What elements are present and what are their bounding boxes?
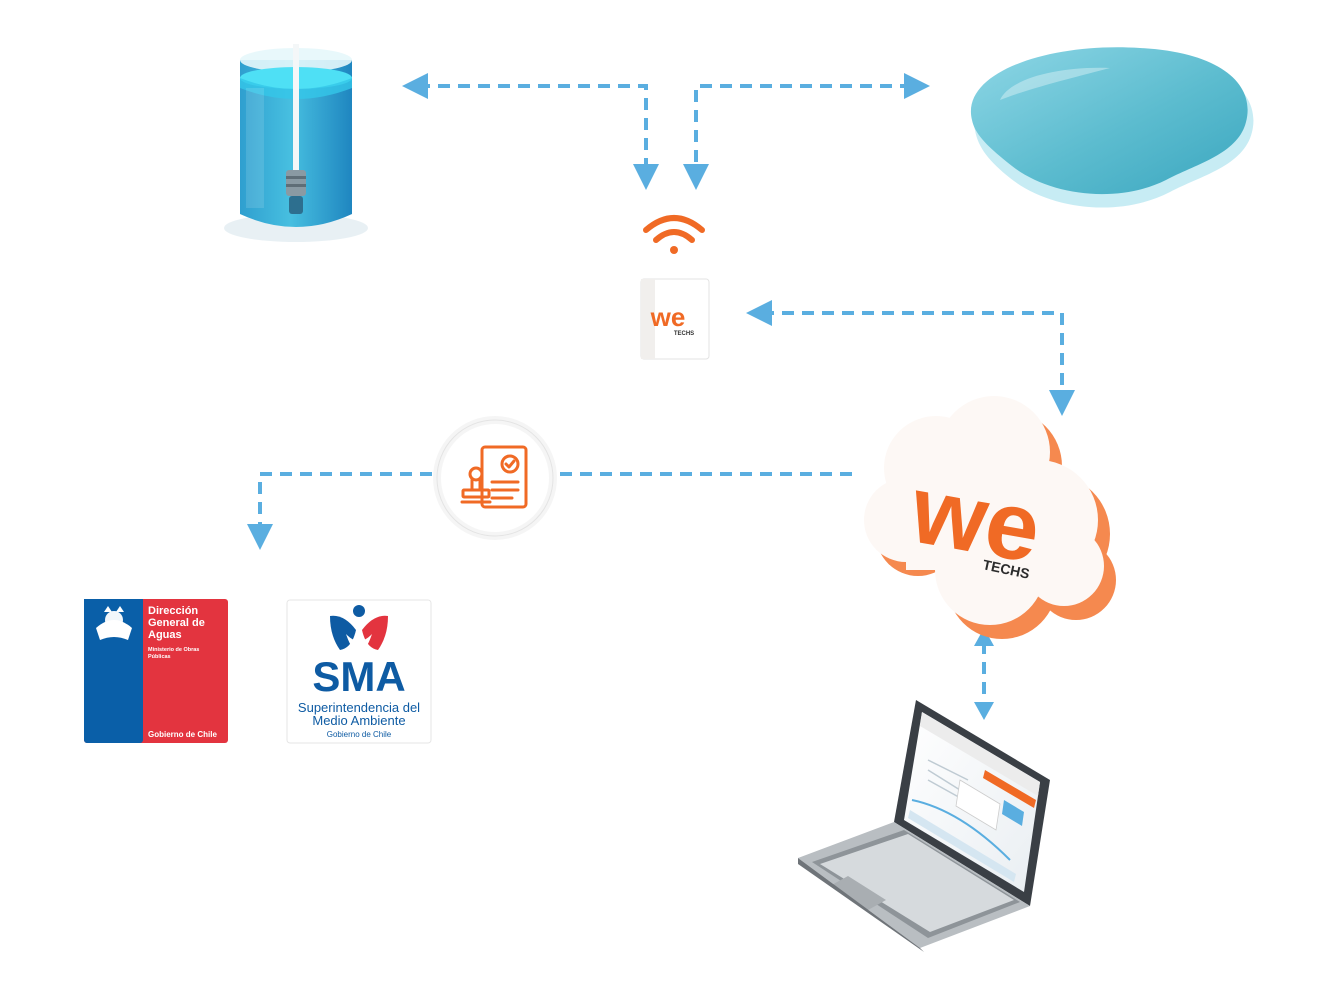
gateway-brand-sub: TECHS [674,331,694,337]
arrow-gateway-cloud [762,311,1064,398]
water-tank-sensor-icon [224,44,368,242]
sma-acronym: SMA [312,653,405,700]
dga-ministry-line1: Ministerio de Obras [148,647,199,653]
arrowhead-right-pond [904,73,930,99]
gateway-device: we TECHS [640,215,710,360]
arrow-pond-gateway [694,84,912,172]
cloud-brand-main: we [903,456,1049,584]
arrow-cloud-authorities [258,472,852,530]
arrowhead-down-gateway-2 [683,164,709,190]
arrowhead-up-cloud [974,628,994,646]
sma-logo: SMA Superintendencia del Medio Ambiente … [286,599,432,744]
wifi-icon [643,215,705,254]
certified-report-stamp-icon [433,416,557,540]
sma-emblem-icon [330,605,388,652]
arrowhead-down-cloud [1049,390,1075,416]
flow-arrows [258,84,1064,706]
dga-government: Gobierno de Chile [148,730,217,739]
gateway-brand-main: we [650,302,686,332]
sma-name-line2: Medio Ambiente [312,713,405,728]
dga-title-line1: Dirección [148,605,198,617]
laptop-dashboard-icon [798,700,1050,952]
arrowhead-left-tank [402,73,428,99]
sma-name-line1: Superintendencia del [298,700,420,715]
arrowhead-left-gateway [746,300,772,326]
chile-coat-of-arms-icon [96,606,132,640]
dga-title-line3: Aguas [148,629,182,641]
dga-ministry-line2: Públicas [148,654,171,660]
dga-logo: Dirección General de Aguas Ministerio de… [84,599,228,743]
arrowhead-down-authorities [247,524,273,550]
arrowhead-down-laptop [974,702,994,720]
water-pond-icon [970,47,1254,208]
dga-title-line2: General de [148,617,205,629]
arrow-tank-gateway [418,84,648,172]
arrow-heads [247,73,1075,720]
cloud-icon: we TECHS [864,396,1116,639]
arrowhead-down-gateway-1 [633,164,659,190]
sma-government: Gobierno de Chile [327,730,392,739]
